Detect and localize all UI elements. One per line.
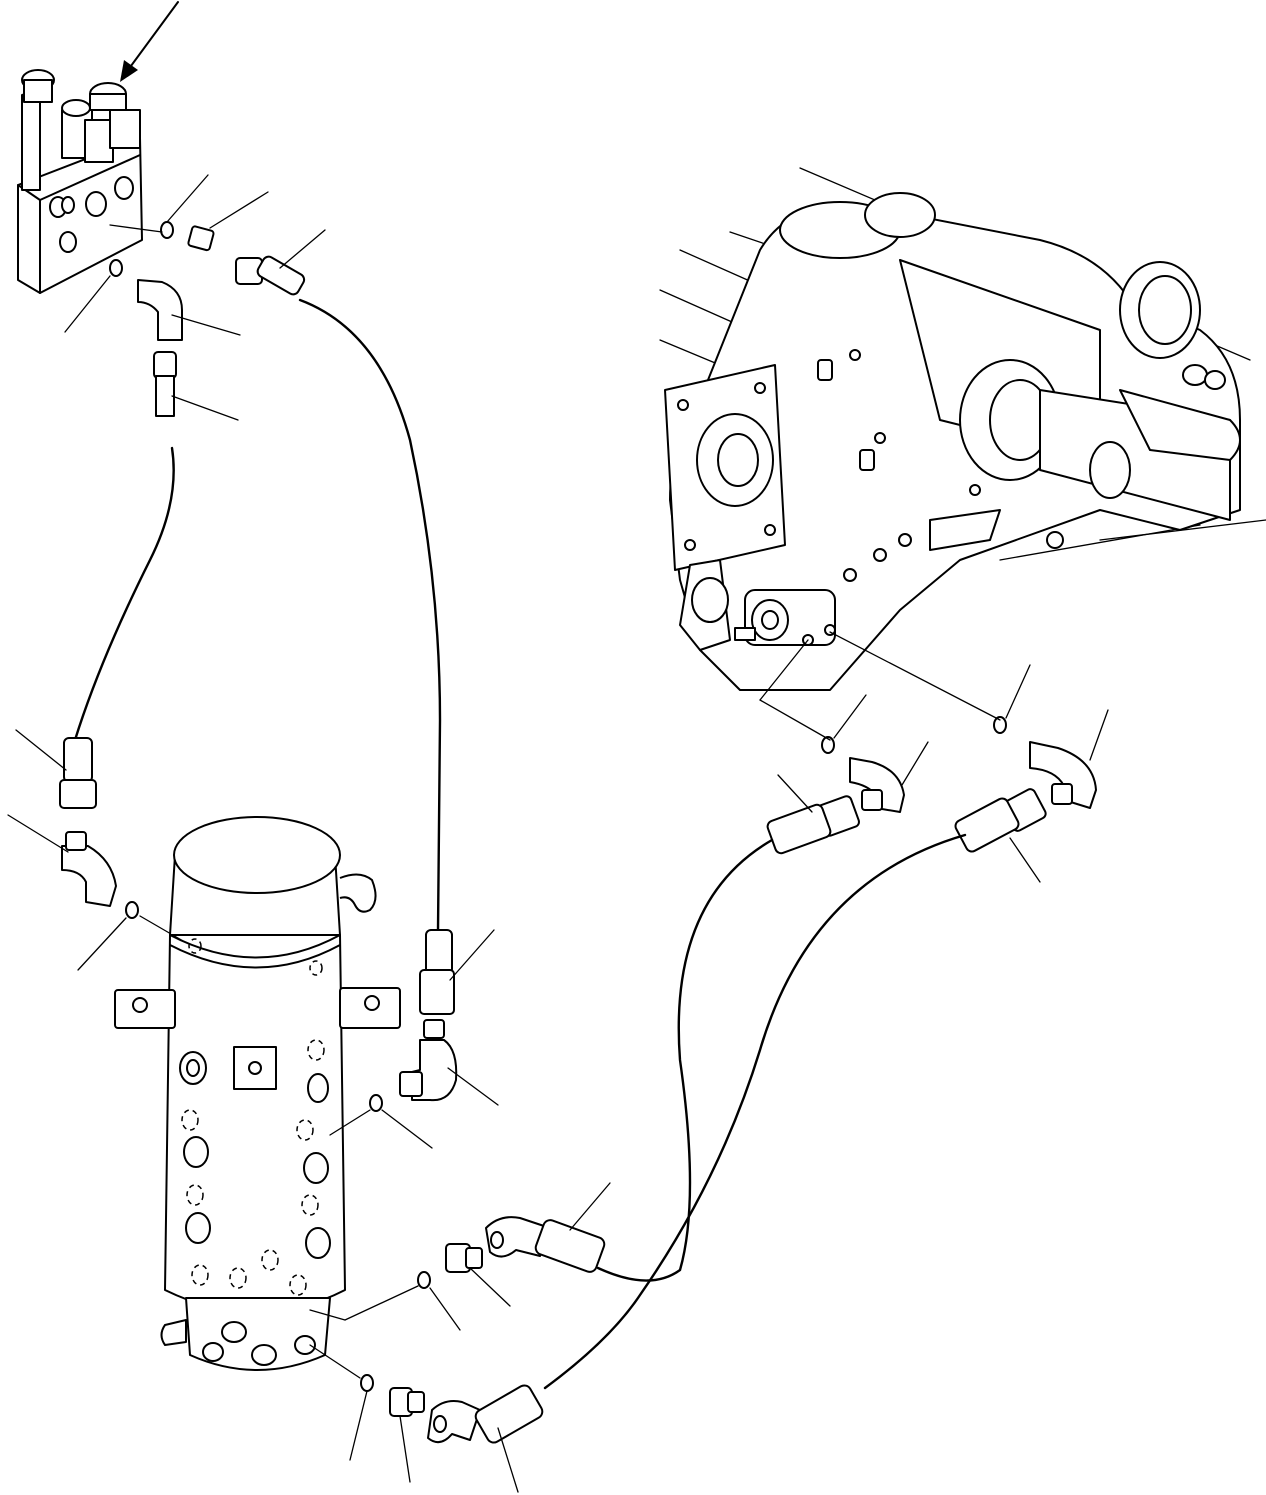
top-left-fittings — [64, 174, 326, 421]
hose-long — [298, 298, 442, 932]
transmission-assembly — [659, 167, 1266, 691]
hose-transmission-right — [543, 833, 967, 1390]
left-hose-end — [7, 729, 191, 971]
arrow-indicator — [120, 1, 179, 82]
transmission-port-fittings — [759, 631, 1109, 883]
swivel-bottom-fittings — [309, 1344, 544, 1493]
hose-transmission-left — [596, 838, 774, 1282]
solenoid-valve-block — [17, 69, 143, 294]
swivel-joint — [114, 816, 401, 1371]
hose-left — [73, 446, 175, 742]
swivel-lower-right-fittings — [309, 1182, 611, 1331]
swivel-upper-right-fittings — [329, 929, 499, 1149]
